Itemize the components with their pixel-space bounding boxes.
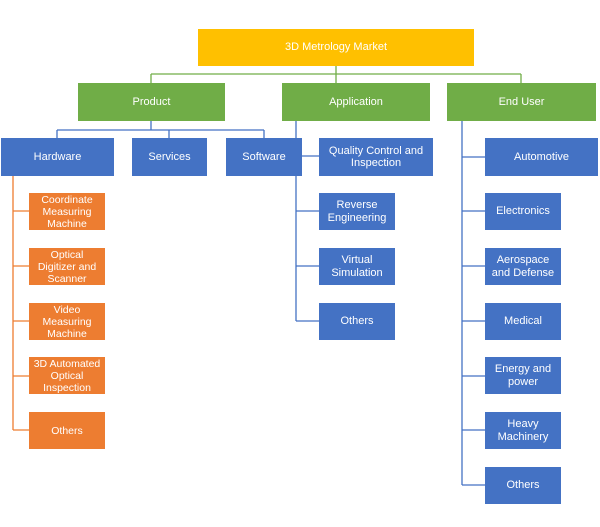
category-product: Product bbox=[78, 83, 225, 121]
product-hardware: Hardware bbox=[1, 138, 114, 176]
hardware-item-video-measuring-machine: Video Measuring Machine bbox=[29, 303, 105, 340]
product-services: Services bbox=[132, 138, 207, 176]
product-software: Software bbox=[226, 138, 302, 176]
application-item-reverse-engineering: Reverse Engineering bbox=[319, 193, 395, 230]
root-node-3d-metrology-market: 3D Metrology Market bbox=[198, 29, 474, 66]
hardware-item-optical-digitizer-scanner: Optical Digitizer and Scanner bbox=[29, 248, 105, 285]
end-user-item-energy-power: Energy and power bbox=[485, 357, 561, 394]
end-user-item-electronics: Electronics bbox=[485, 193, 561, 230]
category-application: Application bbox=[282, 83, 430, 121]
application-item-virtual-simulation: Virtual Simulation bbox=[319, 248, 395, 285]
end-user-item-automotive: Automotive bbox=[485, 138, 598, 176]
end-user-item-aerospace-defense: Aerospace and Defense bbox=[485, 248, 561, 285]
hardware-item-coordinate-measuring-machine: Coordinate Measuring Machine bbox=[29, 193, 105, 230]
hardware-item-3d-automated-optical-inspection: 3D Automated Optical Inspection bbox=[29, 357, 105, 394]
hardware-item-others: Others bbox=[29, 412, 105, 449]
application-item-quality-control: Quality Control and Inspection bbox=[319, 138, 433, 176]
end-user-item-others: Others bbox=[485, 467, 561, 504]
end-user-item-heavy-machinery: Heavy Machinery bbox=[485, 412, 561, 449]
application-item-others: Others bbox=[319, 303, 395, 340]
end-user-item-medical: Medical bbox=[485, 303, 561, 340]
category-end-user: End User bbox=[447, 83, 596, 121]
